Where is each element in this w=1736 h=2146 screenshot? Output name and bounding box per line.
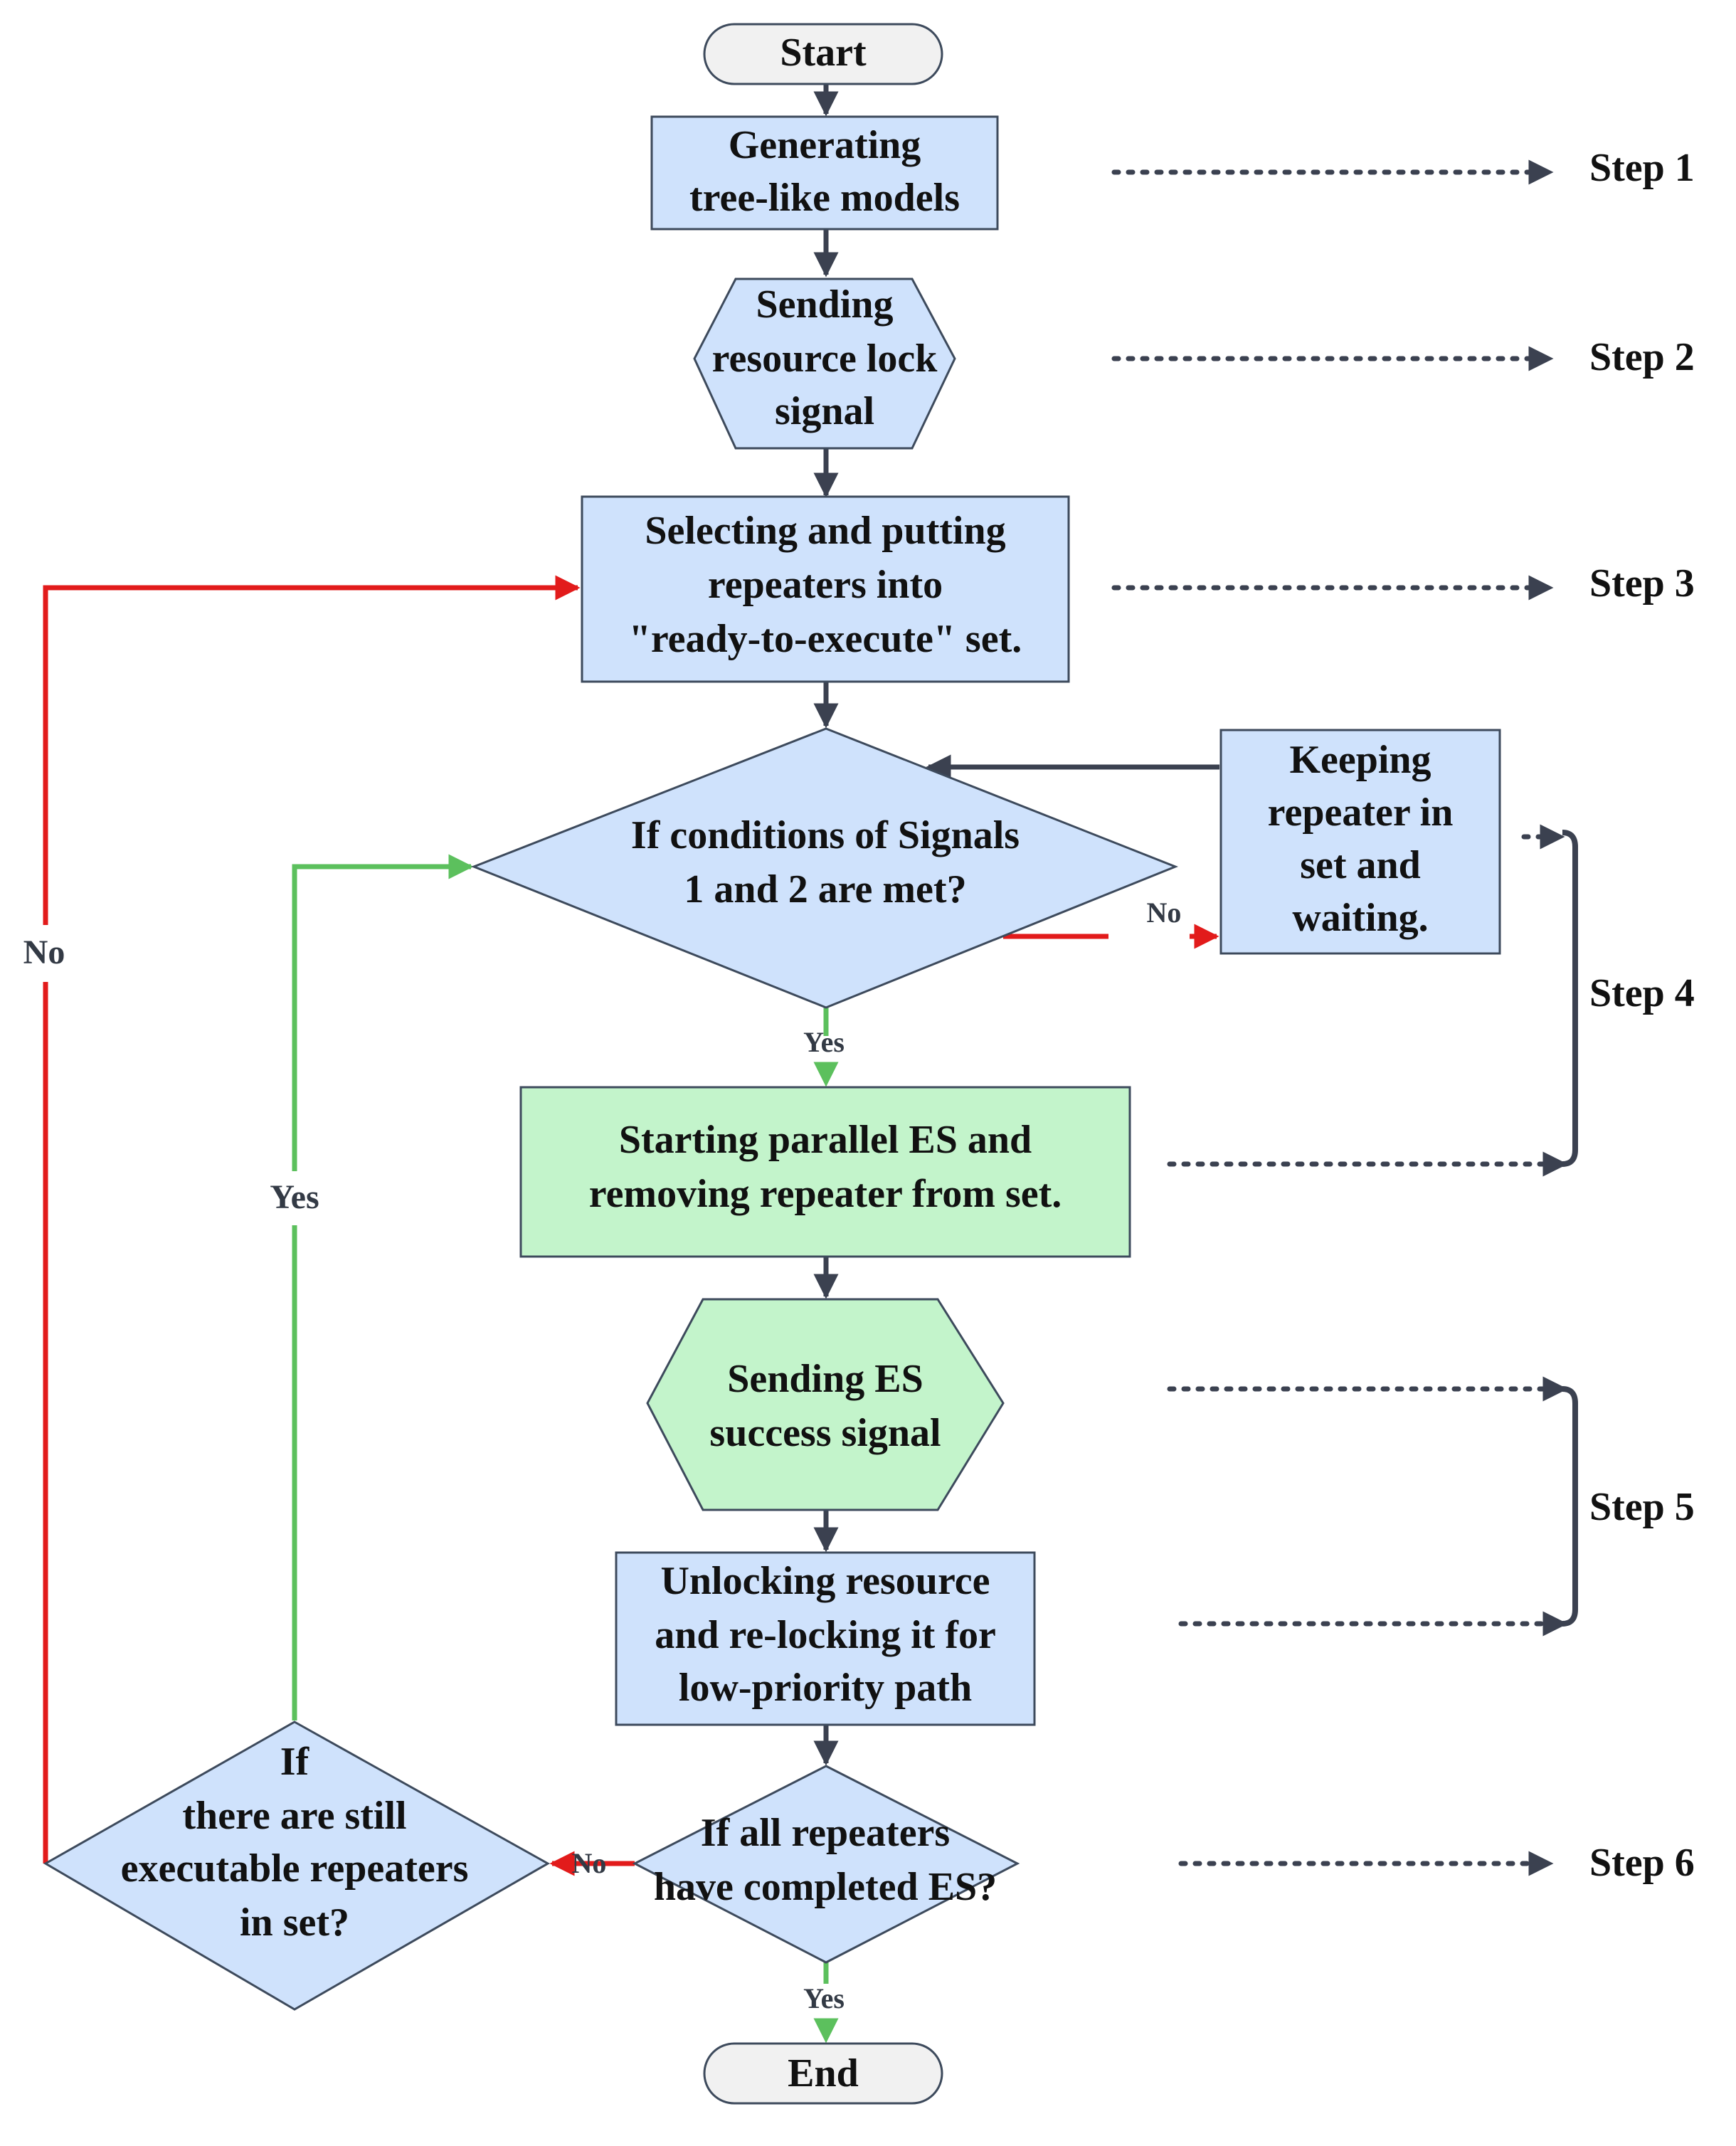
send-es-line-2: success signal [709, 1411, 941, 1455]
unlock-box [615, 1551, 1036, 1726]
select-line-2: repeaters into [708, 563, 943, 607]
still-exec-line-3: executable repeaters [121, 1846, 469, 1891]
step-connectors [1111, 159, 1568, 1876]
send-es-line-1: Sending ES [727, 1357, 923, 1401]
unlock-line-2: and re-locking it for [655, 1613, 996, 1657]
send-lock-line-1: Sending [756, 282, 894, 327]
step4-bracket [1562, 830, 1578, 1167]
end-terminal [703, 2042, 943, 2105]
generate-line-1: Generating [729, 123, 921, 167]
step-1-label: Step 1 [1589, 146, 1695, 190]
condition-no-label: No [1147, 897, 1182, 929]
still-exec-line-1: If [280, 1740, 310, 1784]
keep-line-4: waiting. [1292, 896, 1428, 940]
keep-line-3: set and [1300, 843, 1421, 887]
send-lock-line-2: resource lock [712, 337, 938, 381]
end-label: End [788, 2051, 859, 2095]
step-labels: Step 1 Step 2 Step 3 Step 4 Step 5 Step … [1589, 146, 1695, 1885]
condition-yes-label: Yes [803, 1026, 845, 1058]
unlock-line-1: Unlocking resource [660, 1559, 990, 1603]
still-exec-line-4: in set? [240, 1901, 349, 1945]
step-2-label: Step 2 [1589, 335, 1695, 379]
nodes: Start Generating tree-like models Sendin… [43, 23, 1501, 2105]
send-lock-line-3: signal [775, 389, 874, 433]
start-es-line-1: Starting parallel ES and [619, 1118, 1032, 1162]
edge-stillexec-no [43, 575, 581, 1864]
step5-bracket [1562, 1386, 1578, 1627]
keep-line-1: Keeping [1289, 738, 1431, 782]
step-6-label: Step 6 [1589, 1841, 1695, 1885]
edge-stillexec-yes [292, 854, 474, 1720]
generate-box [650, 115, 999, 231]
keep-box [1219, 729, 1501, 955]
condition-line-2: 1 and 2 are met? [684, 867, 966, 911]
start-es-box [519, 1086, 1131, 1258]
select-line-3: "ready-to-execute" set. [629, 617, 1022, 661]
condition-line-1: If conditions of Signals [631, 813, 1020, 857]
all-done-line-1: If all repeaters [701, 1811, 950, 1855]
send-lock-hexagon [693, 278, 956, 450]
edges [43, 83, 1219, 2044]
step-3-label: Step 3 [1589, 561, 1695, 606]
start-es-line-2: removing repeater from set. [589, 1172, 1062, 1216]
still-exec-yes-label: Yes [270, 1178, 319, 1216]
send-es-hexagon [646, 1298, 1005, 1511]
select-line-1: Selecting and putting [645, 509, 1005, 553]
select-box [581, 495, 1070, 683]
still-exec-no-label: No [23, 934, 65, 971]
all-done-yes-label: Yes [803, 1982, 845, 2014]
all-done-line-2: have completed ES? [654, 1865, 997, 1909]
keep-line-2: repeater in [1268, 791, 1454, 835]
all-done-diamond [632, 1765, 1020, 1964]
generate-line-2: tree-like models [689, 176, 960, 220]
still-exec-line-2: there are still [182, 1794, 406, 1838]
step-4-label: Step 4 [1589, 971, 1695, 1015]
unlock-line-3: low-priority path [679, 1666, 972, 1710]
start-terminal [703, 23, 943, 85]
step-brackets [1562, 830, 1578, 1627]
edge-labels: No Yes No Yes Yes No [11, 897, 1181, 2014]
step-5-label: Step 5 [1589, 1485, 1695, 1529]
condition-diamond [470, 727, 1179, 1009]
all-done-no-label: No [572, 1847, 607, 1879]
still-exec-diamond [43, 1720, 551, 2011]
start-label: Start [780, 31, 867, 75]
